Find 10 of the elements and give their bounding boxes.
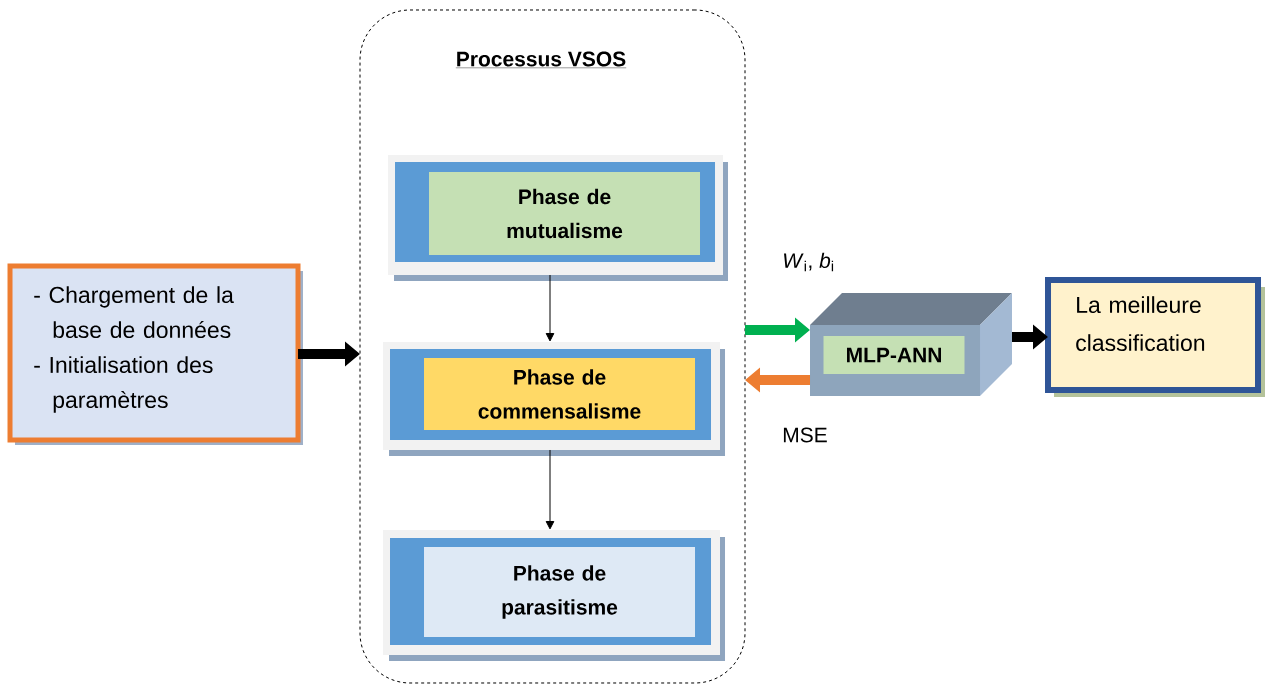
phase-box: Phase de mutualisme	[388, 155, 728, 281]
arrow	[545, 274, 555, 342]
edge-label: MSE	[780, 425, 830, 445]
arrow	[545, 449, 555, 530]
edge-label: W$_{i}$, b$_{i}$	[780, 250, 837, 274]
model-cube: MLP-ANN	[810, 293, 1012, 396]
phase-box: Phase de parasitisme	[383, 530, 725, 661]
input-box: - Chargement de la base de données - Initialisation des paramètres	[7, 263, 303, 445]
phase-box: Phase de commensalisme	[383, 342, 725, 456]
output-box: La meilleure classification	[1045, 277, 1265, 397]
